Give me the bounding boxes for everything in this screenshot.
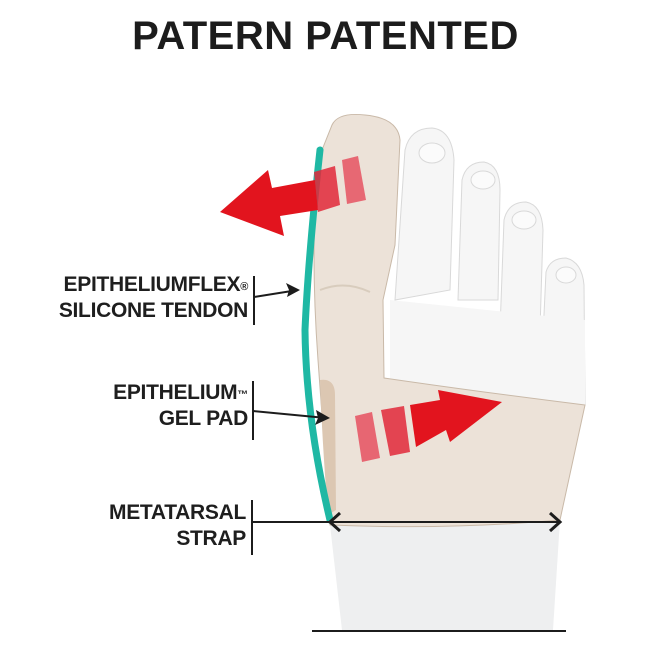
page-title: PATERN PATENTED xyxy=(132,14,519,58)
label-metatarsal-strap: METATARSAL STRAP xyxy=(109,501,246,550)
forefoot xyxy=(390,300,585,405)
label-gel-pad: EPITHELIUM™ GEL PAD xyxy=(113,381,248,430)
arrowheads xyxy=(286,283,330,425)
sleeve xyxy=(313,114,586,528)
double-arrow-icon xyxy=(327,511,563,533)
arrow-right-icon xyxy=(355,390,502,462)
gel-pad xyxy=(320,379,336,515)
foot-lower xyxy=(330,520,560,630)
arrow-left-icon xyxy=(220,156,366,236)
callout-lines xyxy=(251,276,566,632)
silicone-tendon xyxy=(301,146,334,524)
label-silicone-tendon: EPITHELIUMFLEX® SILICONE TENDON xyxy=(58,273,248,322)
joint-line xyxy=(319,284,371,293)
